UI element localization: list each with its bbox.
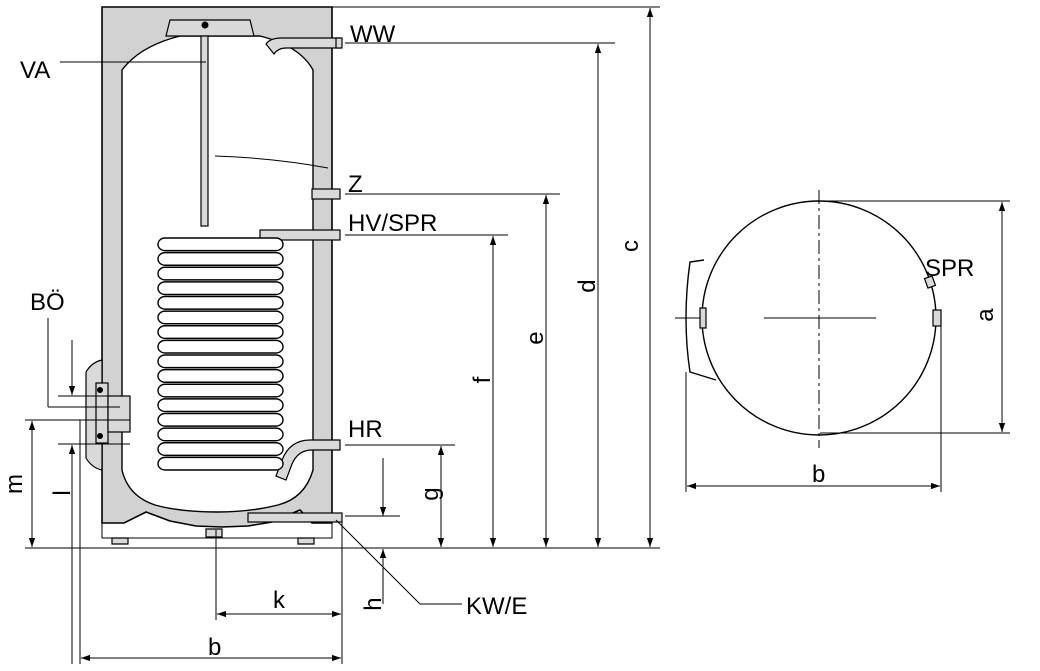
dim-b-top: b xyxy=(812,461,825,488)
dim-e: e xyxy=(522,331,549,344)
hr-pipe xyxy=(275,439,341,481)
coil-loop xyxy=(157,266,284,281)
top-flange xyxy=(165,19,255,37)
label-ww: WW xyxy=(350,21,396,48)
coil-loop xyxy=(157,237,284,252)
coil-loop xyxy=(157,295,284,310)
label-kw-e: KW/E xyxy=(466,593,527,620)
hv-port xyxy=(259,229,341,241)
dim-c: c xyxy=(617,240,644,252)
coil-loop xyxy=(157,412,284,427)
dim-h: h xyxy=(360,597,387,610)
dim-f: f xyxy=(469,376,496,383)
label-spr: SPR xyxy=(925,255,974,282)
leaders xyxy=(47,42,615,605)
label-va: VA xyxy=(20,57,50,84)
coil-loop xyxy=(157,310,284,325)
coil-loop xyxy=(157,325,284,340)
kw-port xyxy=(247,512,343,523)
coil-loop xyxy=(157,281,284,296)
coil-loop xyxy=(157,427,284,442)
label-hv-spr: HV/SPR xyxy=(348,210,437,237)
anode-rod xyxy=(200,35,209,227)
coil-loop xyxy=(157,442,284,457)
coil-loop xyxy=(157,251,284,266)
dim-d: d xyxy=(574,279,601,292)
coil-loop xyxy=(157,339,284,354)
dimension-lines xyxy=(25,6,660,664)
dim-b-side: b xyxy=(208,634,221,661)
coil-loop xyxy=(157,456,284,471)
coil-loop xyxy=(157,398,284,413)
tank-top-view xyxy=(675,190,1010,492)
coil-loop xyxy=(157,354,284,369)
dim-k: k xyxy=(273,587,286,614)
dim-a: a xyxy=(972,308,999,322)
dim-l: l xyxy=(49,490,76,495)
z-port xyxy=(311,188,341,200)
tank-feet xyxy=(111,528,315,545)
label-bo: BÖ xyxy=(30,289,65,316)
label-hr: HR xyxy=(348,416,383,443)
coil-loop xyxy=(157,368,284,383)
dim-m: m xyxy=(1,474,28,494)
heat-exchanger-coil xyxy=(157,237,284,471)
dim-g: g xyxy=(417,487,444,500)
label-z: Z xyxy=(348,171,363,198)
coil-loop xyxy=(157,383,284,398)
